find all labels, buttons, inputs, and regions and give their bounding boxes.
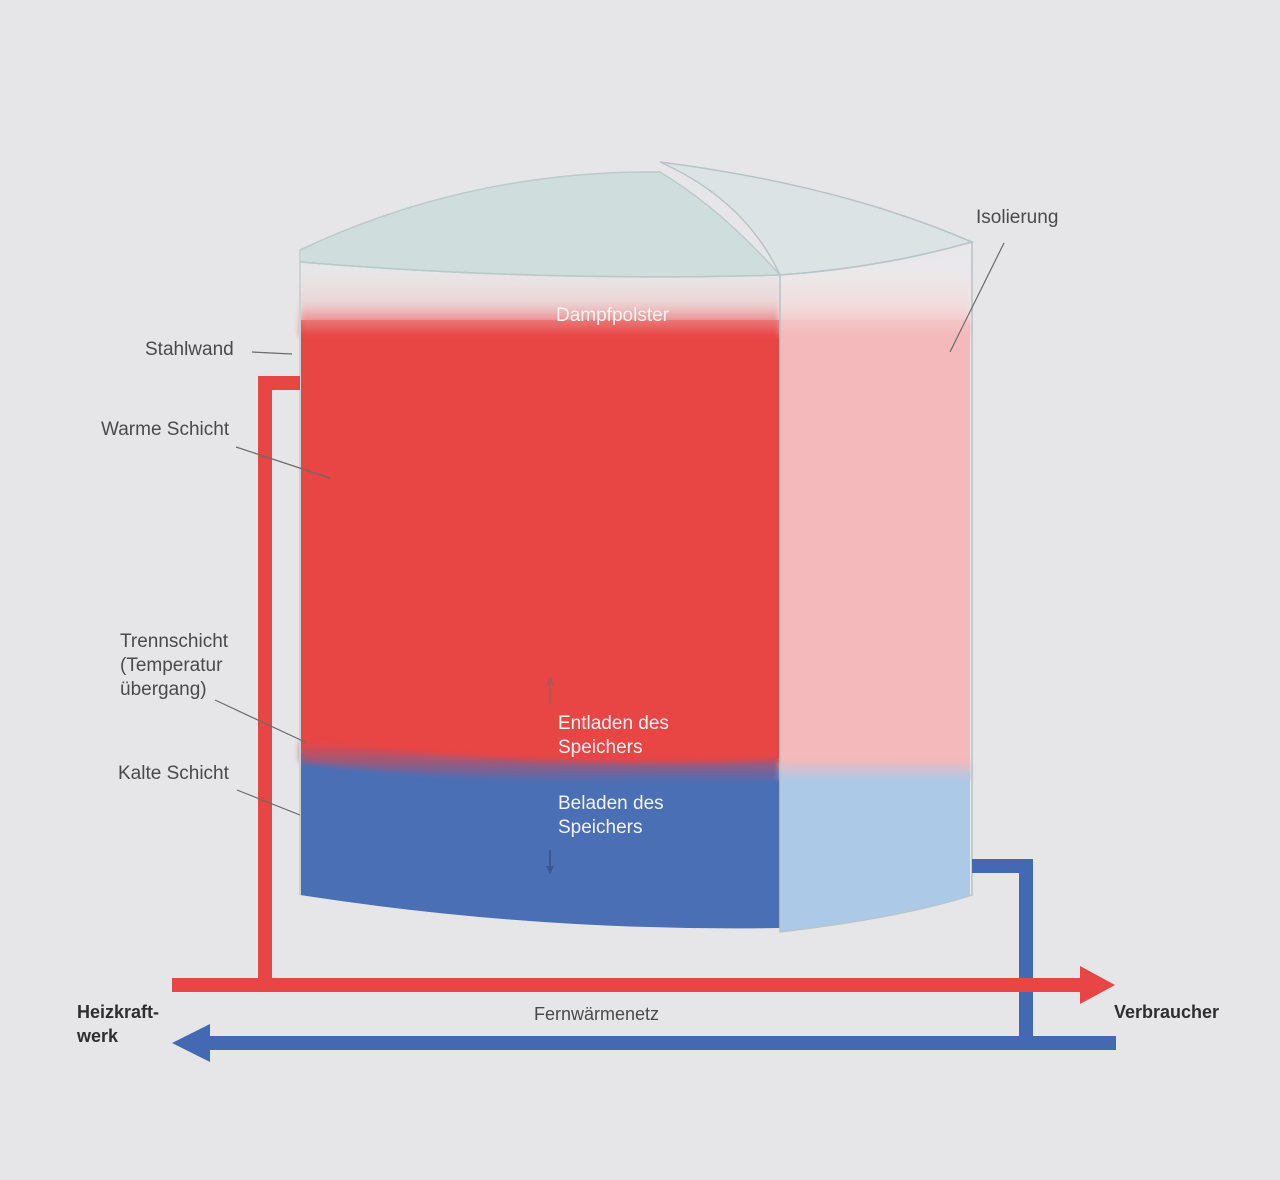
label-dampfpolster: Dampfpolster — [556, 305, 669, 326]
hot-arrow-head — [1080, 966, 1115, 1004]
label-heizkraftwerk: Heizkraft- werk — [77, 1002, 160, 1046]
leader-trennschicht — [214, 699, 306, 743]
label-trennschicht: Trennschicht (Temperatur übergang) — [120, 631, 229, 700]
cold-arrow-head — [172, 1024, 210, 1062]
label-verbraucher: Verbraucher — [1114, 1002, 1220, 1022]
label-fernwaermenetz: Fernwärmenetz — [534, 1004, 660, 1024]
leader-isolierung — [949, 242, 1005, 353]
insulated-warm-layer — [780, 320, 970, 770]
steam-cushion — [300, 262, 780, 335]
label-isolierung: Isolierung — [976, 207, 1059, 228]
transition-layer — [300, 742, 780, 783]
insulation-shell — [779, 240, 973, 933]
charge-arrow-head — [546, 866, 554, 874]
tank-rim — [299, 261, 781, 278]
discharge-arrow-head — [546, 677, 554, 685]
insulated-transition — [780, 760, 970, 780]
cold-layer — [300, 752, 780, 929]
label-warme-schicht: Warme Schicht — [101, 419, 230, 440]
label-entladen: Entladen des Speichers — [558, 713, 669, 758]
warm-layer — [300, 320, 780, 773]
label-beladen: Beladen des Speichers — [558, 793, 664, 838]
leader-stahlwand — [251, 351, 293, 355]
insulated-cold-layer — [780, 770, 970, 932]
hot-inlet-pipe — [258, 376, 300, 978]
label-kalte-schicht: Kalte Schicht — [118, 763, 229, 784]
leader-warme-schicht — [235, 446, 331, 479]
insulated-steam — [780, 252, 970, 335]
cold-outlet-pipe — [972, 859, 1033, 1040]
leader-kalte-schicht — [236, 789, 301, 816]
label-stahlwand: Stahlwand — [145, 339, 234, 360]
